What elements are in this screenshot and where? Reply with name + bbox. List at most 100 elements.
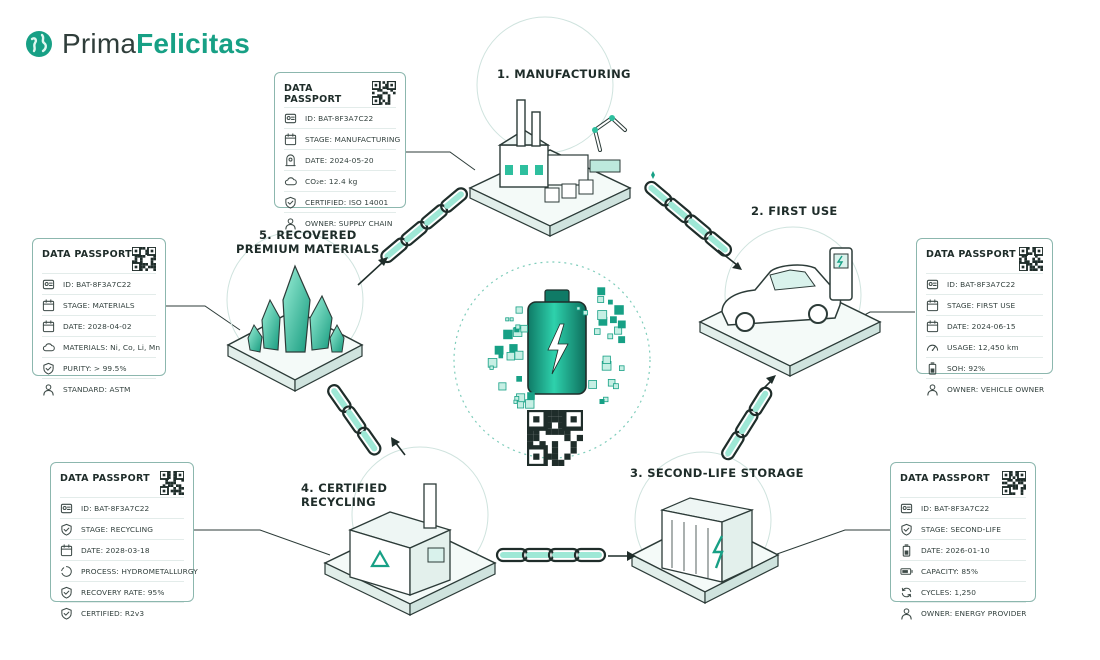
passport-row: STAGE: MANUFACTURING [284,128,400,149]
passport-header: DATA PASSPORT [900,471,1026,497]
calendar-icon [926,298,939,311]
particle-square [617,320,626,329]
passport-row-text: STANDARD: ASTM [63,384,131,394]
chain-recycling-to-materials [324,381,384,458]
passport-row-text: MATERIALS: Ni, Co, Li, Mn [63,342,161,352]
passport-title: DATA PASSPORT [60,473,150,484]
particle-square [619,365,625,371]
particle-square [509,344,518,353]
particle-square [576,306,581,311]
user-icon [901,607,912,620]
qr-code-icon [132,247,156,271]
shield-check-icon [285,196,296,209]
particle-square [494,345,504,355]
particle-square [503,329,513,340]
brand-name: PrimaFelicitas [62,28,250,60]
particle-square [520,324,528,333]
particle-square [514,395,520,401]
center-qr-code [527,410,583,466]
passport-row: DATE: 2024-05-20 [284,149,396,170]
globe-icon [26,31,52,57]
passport-row-text: STAGE: MATERIALS [63,300,135,310]
particle-square [599,398,605,404]
passport-row-text: CYCLES: 1,250 [921,587,977,597]
passport-row: CO₂e: 12.4 kg [284,170,396,191]
passport-row-text: ID: BAT-8F3A7C22 [947,279,1016,289]
particle-square [513,399,518,404]
passport-title: DATA PASSPORT [284,83,342,105]
particle-square [525,399,535,409]
calendar-icon [42,298,55,311]
chain-first-use-to-second-life [718,384,775,463]
calendar-icon [60,543,73,556]
passport-row: OWNER: SUPPLY CHAIN [284,212,396,233]
stage-title-first-use: 2. FIRST USE [751,204,838,218]
passport-row-text: CERTIFIED: R2v3 [81,608,145,618]
passport-row: ID: BAT-8F3A7C22 [284,107,396,128]
passport-row: STANDARD: ASTM [42,378,156,399]
passport-row-text: DATE: 2028-03-18 [81,545,150,555]
particle-square [517,401,525,409]
calendar-icon [926,319,939,332]
passport-row: SOH: 92% [926,357,1043,378]
passport-row: USAGE: 12,450 km [926,336,1043,357]
passport-row: CYCLES: 1,250 [900,581,1026,602]
particle-square [527,392,535,400]
passport-row-text: PURITY: > 99.5% [63,363,127,373]
passport-row: CERTIFIED: ISO 14001 [284,191,396,212]
qr-code-icon [372,81,396,105]
factory-illustration [468,99,632,237]
passport-row: STAGE: RECYCLING [60,518,184,539]
id-badge-icon [926,279,939,289]
particle-square [608,299,613,305]
passport-header: DATA PASSPORT [60,471,184,497]
stage-title-recycling: 4. CERTIFIED RECYCLING [301,481,387,509]
passport-row: OWNER: ENERGY PROVIDER [900,602,1026,623]
qr-code-icon [1002,471,1026,495]
user-icon [43,383,54,396]
particle-square [602,355,611,364]
particle-square [498,353,504,359]
center-battery-illustration [527,289,587,395]
stage-title-materials: 5. RECOVERED PREMIUM MATERIALS [236,228,380,256]
passport-row-text: STAGE: RECYCLING [81,524,154,534]
cloud-icon [284,176,297,185]
passport-row-text: CERTIFIED: ISO 14001 [305,197,389,207]
recycle-icon [61,565,72,577]
passport-row-text: PROCESS: HYDROMETALLURGY [81,566,198,576]
passport-row-text: DATE: 2028-04-02 [63,321,132,331]
brand-name-part2: Felicitas [136,28,250,59]
passport-header: DATA PASSPORT [926,247,1043,273]
particle-square [594,328,601,335]
passport-header: DATA PASSPORT [42,247,156,273]
particle-square [618,336,626,344]
shield-check-icon [61,607,72,620]
refresh-icon [901,587,912,597]
stage-title-manufacturing: 1. MANUFACTURING [497,67,631,81]
id-badge-icon [42,279,55,289]
passport-row: DATE: 2024-06-15 [926,315,1043,336]
battery-icon [928,361,937,375]
passport-title: DATA PASSPORT [900,473,990,484]
user-icon [927,383,938,396]
passport-row-text: DATE: 2024-06-15 [947,321,1016,331]
passport-row: STAGE: MATERIALS [42,294,156,315]
particle-square [509,317,514,322]
particle-square [489,365,494,370]
particle-square [514,350,524,360]
battery-icon [902,543,911,557]
passport-row-text: ID: BAT-8F3A7C22 [81,503,150,513]
qr-code-icon [1019,247,1043,271]
stage-title-materials-line2: PREMIUM MATERIALS [236,242,380,256]
user-icon [285,217,296,230]
passport-row-text: ID: BAT-8F3A7C22 [63,279,132,289]
recycling-factory-illustration [323,483,497,616]
qr-code-icon [160,471,184,495]
passport-row-text: STAGE: FIRST USE [947,300,1016,310]
passport-row-text: DATE: 2026-01-10 [921,545,990,555]
particle-square [597,287,606,296]
chain-second-life-to-recycling [495,547,607,563]
